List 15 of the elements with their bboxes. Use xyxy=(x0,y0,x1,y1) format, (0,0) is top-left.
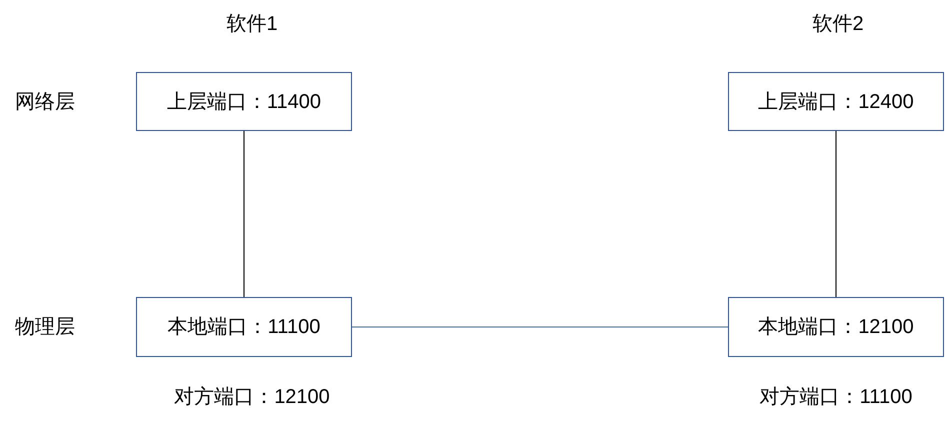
port-text: 上层端口：12400 xyxy=(758,90,914,114)
row-heading: 网络层 xyxy=(15,90,75,115)
port-box xyxy=(728,297,944,357)
peer-port-text: 对方端口：12100 xyxy=(174,385,330,410)
port-text: 上层端口：11400 xyxy=(166,90,322,114)
column-heading: 软件1 xyxy=(226,12,278,37)
column-heading: 软件2 xyxy=(812,12,864,37)
port-text: 本地端口：12100 xyxy=(758,315,914,340)
port-text: 本地端口：11100 xyxy=(168,315,320,340)
port-box xyxy=(136,297,352,357)
connector-line xyxy=(352,326,728,328)
port-box xyxy=(728,72,944,131)
peer-port-text: 对方端口：11100 xyxy=(760,385,912,410)
port-box xyxy=(136,72,352,131)
row-heading: 物理层 xyxy=(15,315,75,340)
